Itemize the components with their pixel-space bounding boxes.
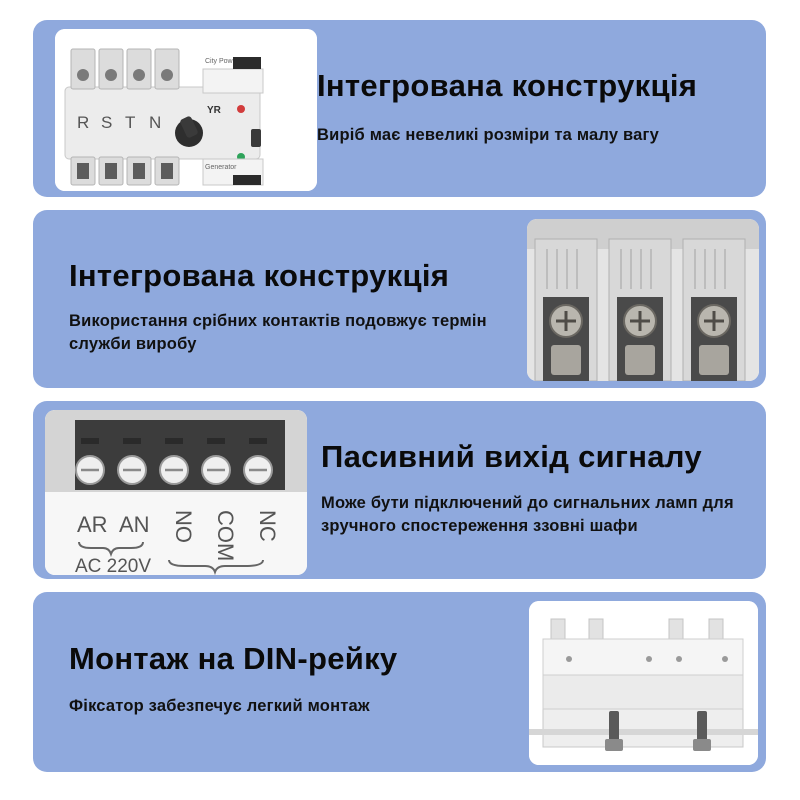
feature-card-din-rail: Монтаж на DIN-рейку Фіксатор забезпечує …: [33, 592, 766, 772]
voltage-label: AC 220V: [75, 556, 151, 575]
brace-icon: [168, 559, 264, 575]
feature-title: Монтаж на DIN-рейку: [69, 641, 398, 676]
transfer-switch-image: R S T N City Power YR Generator: [55, 29, 317, 191]
status-led-red-icon: [237, 105, 245, 113]
switch-product-photo: R S T N City Power YR Generator: [55, 29, 317, 191]
feature-card-passive-signal: AR AN NO COM NC AC 220V Пасивний вихід с…: [33, 401, 766, 579]
phase-label-t: T: [125, 113, 135, 132]
city-power-label: City Power: [205, 58, 240, 65]
feature-title: Інтегрована конструкція: [317, 68, 698, 103]
feature-description: Фіксатор забезпечує легкий монтаж: [69, 697, 370, 715]
din-mount-photo: [529, 601, 758, 765]
terminal-label-an: AN: [119, 512, 150, 537]
feature-description: Використання срібних контактів подовжує …: [69, 312, 487, 353]
phase-label-s: S: [101, 113, 112, 132]
brace-icon: [78, 541, 144, 558]
feature-title: Пасивний вихід сигналу: [321, 439, 702, 474]
brand-label: YR: [207, 105, 222, 116]
mode-switch-icon: [251, 129, 261, 147]
feature-card-integrated-design: R S T N City Power YR Generator Інтегров…: [33, 20, 766, 197]
terminal-label-ar: AR: [77, 512, 108, 537]
terminal-label-no: NO: [171, 510, 196, 543]
din-clip-icon: [609, 711, 619, 741]
terminal-closeup-photo: [527, 219, 759, 381]
feature-title: Інтегрована конструкція: [69, 258, 450, 293]
din-rail-image: [529, 601, 758, 765]
feature-description: Може бути підключений до сигнальних ламп…: [321, 494, 734, 535]
din-clip-icon: [697, 711, 707, 741]
screw-terminals-image: [527, 219, 759, 381]
terminal-label-com: COM: [213, 510, 238, 561]
feature-description: Виріб має невеликі розміри та малу вагу: [317, 126, 659, 144]
feature-card-silver-contacts: Інтегрована конструкція Використання срі…: [33, 210, 766, 388]
generator-label: Generator: [205, 164, 237, 171]
signal-terminal-image: AR AN NO COM NC AC 220V: [45, 410, 307, 575]
terminal-label-nc: NC: [255, 510, 280, 542]
phase-label-r: R: [77, 113, 89, 132]
signal-terminal-photo: AR AN NO COM NC AC 220V: [45, 410, 307, 575]
phase-label-n: N: [149, 113, 161, 132]
